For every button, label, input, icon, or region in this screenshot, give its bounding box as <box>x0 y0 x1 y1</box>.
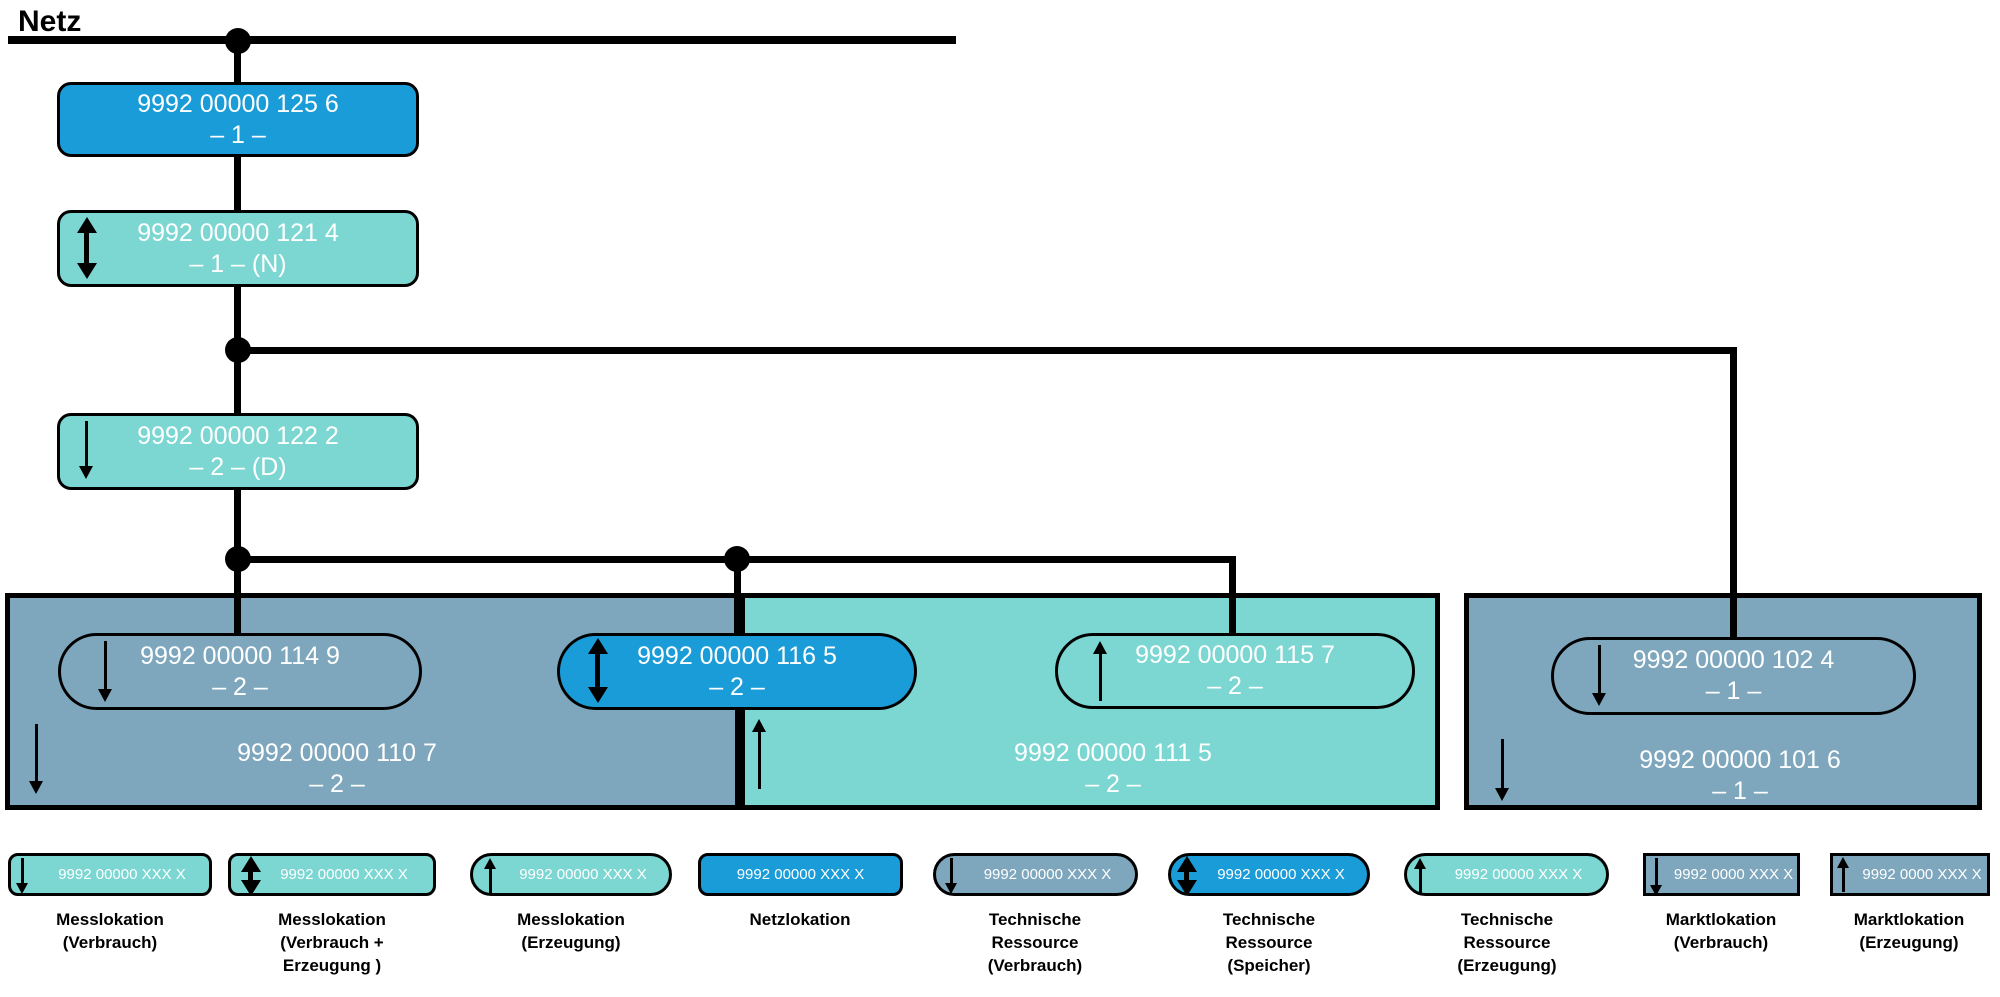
legend-code: 9992 0000 XXX X <box>1673 866 1794 883</box>
box-label-marktlokation-verbrauch-101: 9992 00000 101 6 – 1 – <box>1540 745 1940 807</box>
down-arrow-icon <box>104 641 107 690</box>
junction-dot <box>225 337 251 363</box>
legend-shape-messlokation-verbrauch-erzeugung: 9992 00000 XXX X <box>228 853 436 896</box>
legend-shape-marktlokation-erzeugung: 9992 0000 XXX X <box>1830 853 1990 896</box>
up-arrow-icon <box>1099 653 1102 701</box>
box-label-marktlokation-erzeugung-111: 9992 00000 111 5 – 2 – <box>913 738 1313 800</box>
down-arrow-icon <box>85 421 88 467</box>
legend-shape-marktlokation-verbrauch: 9992 0000 XXX X <box>1643 853 1800 896</box>
junction-dot <box>724 546 750 572</box>
pill-sub: – 2 – <box>1207 672 1263 700</box>
legend-code: 9992 0000 XXX X <box>1862 866 1982 883</box>
node-sub: – 1 – (N) <box>189 249 287 278</box>
up-down-arrow-icon <box>84 232 89 264</box>
node-messlokation-verbrauch: 9992 00000 122 2 – 2 – (D) <box>57 413 419 490</box>
box-sub: – 2 – <box>1085 770 1141 798</box>
legend-label-netzlokation: Netzlokation <box>749 910 851 929</box>
legend-label-technische-ressource-speicher: Technische Ressource (Speicher) <box>1222 910 1316 975</box>
legend-code: 9992 00000 XXX X <box>1217 866 1345 883</box>
box-label-marktlokation-verbrauch-110: 9992 00000 110 7 – 2 – <box>137 738 537 800</box>
down-arrow-icon <box>1501 739 1504 789</box>
down-arrow-icon <box>950 858 953 884</box>
pill-sub: – 2 – <box>212 672 268 701</box>
legend-code: 9992 00000 XXX X <box>736 866 865 883</box>
box-sub: – 2 – <box>309 770 365 798</box>
legend-label-technische-ressource-erzeugung: Technische Ressource (Erzeugung) <box>1457 910 1557 975</box>
up-down-arrow-icon <box>248 871 253 881</box>
down-arrow-icon <box>21 858 24 884</box>
pill-sub: – 1 – <box>1705 677 1762 705</box>
legend-code: 9992 00000 XXX X <box>983 866 1112 883</box>
legend-label-messlokation-verbrauch: Messlokation (Verbrauch) <box>56 910 164 952</box>
legend-shape-technische-ressource-speicher: 9992 00000 XXX X <box>1168 853 1370 896</box>
node-netzlokation: 9992 00000 125 6 – 1 – <box>57 82 419 157</box>
netz-label: Netz <box>18 5 82 38</box>
down-arrow-icon <box>1598 645 1601 694</box>
pill-technische-ressource-erzeugung-115: 9992 00000 115 7 – 2 – <box>1055 633 1415 709</box>
up-arrow-icon <box>1842 867 1845 892</box>
up-down-arrow-icon <box>1184 871 1189 881</box>
legend-shape-netzlokation: 9992 00000 XXX X <box>698 853 903 896</box>
legend-code: 9992 00000 XXX X <box>519 866 647 883</box>
pill-id: 9992 00000 115 7 <box>1135 641 1335 669</box>
junction-dot <box>225 28 251 54</box>
pill-technische-ressource-speicher-116: 9992 00000 116 5 – 2 – <box>557 633 917 710</box>
legend-label-marktlokation-verbrauch: Marktlokation (Verbrauch) <box>1665 910 1777 952</box>
legend-code: 9992 00000 XXX X <box>280 866 408 883</box>
pill-id: 9992 00000 114 9 <box>140 641 340 670</box>
node-sub: – 2 – (D) <box>189 452 287 481</box>
up-arrow-icon <box>1419 868 1422 893</box>
pill-technische-ressource-verbrauch-102: 9992 00000 102 4 – 1 – <box>1551 637 1916 715</box>
node-id: 9992 00000 122 2 <box>137 421 339 450</box>
up-down-arrow-icon <box>595 653 600 688</box>
box-id: 9992 00000 110 7 <box>237 739 437 767</box>
box-id: 9992 00000 101 6 <box>1639 746 1841 774</box>
legend-shape-messlokation-verbrauch: 9992 00000 XXX X <box>8 853 212 896</box>
connector-line-branch2-middle-drop <box>734 556 741 638</box>
node-id: 9992 00000 125 6 <box>137 89 339 118</box>
connector-line-branch1-horizontal <box>238 347 1736 354</box>
down-arrow-icon <box>35 724 38 782</box>
box-sub: – 1 – <box>1712 777 1768 805</box>
down-arrow-icon <box>1655 858 1658 886</box>
up-arrow-icon <box>758 731 761 789</box>
legend-label-technische-ressource-verbrauch: Technische Ressource (Verbrauch) <box>987 910 1083 975</box>
node-messlokation-verbrauch-erzeugung: 9992 00000 121 4 – 1 – (N) <box>57 210 419 287</box>
legend-code: 9992 00000 XXX X <box>58 866 186 883</box>
connector-line-branch1-drop <box>1730 347 1737 643</box>
up-arrow-icon <box>489 868 492 893</box>
legend-code: 9992 00000 XXX X <box>1454 866 1583 883</box>
pill-id: 9992 00000 102 4 <box>1632 646 1835 674</box>
legend-shape-technische-ressource-erzeugung: 9992 00000 XXX X <box>1404 853 1609 896</box>
legend-label-messlokation-verbrauch-erzeugung: Messlokation (Verbrauch + Erzeugung ) <box>278 910 386 975</box>
legend-label-marktlokation-erzeugung: Marktlokation (Erzeugung) <box>1853 910 1965 952</box>
netz-busbar-line <box>8 36 956 44</box>
connector-line-branch2-drop <box>1229 556 1236 638</box>
pill-id: 9992 00000 116 5 <box>637 641 837 670</box>
legend-label-messlokation-erzeugung: Messlokation (Erzeugung) <box>517 910 625 952</box>
legend-shape-technische-ressource-verbrauch: 9992 00000 XXX X <box>933 853 1138 896</box>
node-id: 9992 00000 121 4 <box>137 218 339 247</box>
box-id: 9992 00000 111 5 <box>1014 739 1212 767</box>
legend-shape-messlokation-erzeugung: 9992 00000 XXX X <box>470 853 672 896</box>
junction-dot <box>225 546 251 572</box>
pill-sub: – 2 – <box>709 672 765 701</box>
node-sub: – 1 – <box>210 120 266 149</box>
pill-technische-ressource-verbrauch-114: 9992 00000 114 9 – 2 – <box>58 633 422 710</box>
